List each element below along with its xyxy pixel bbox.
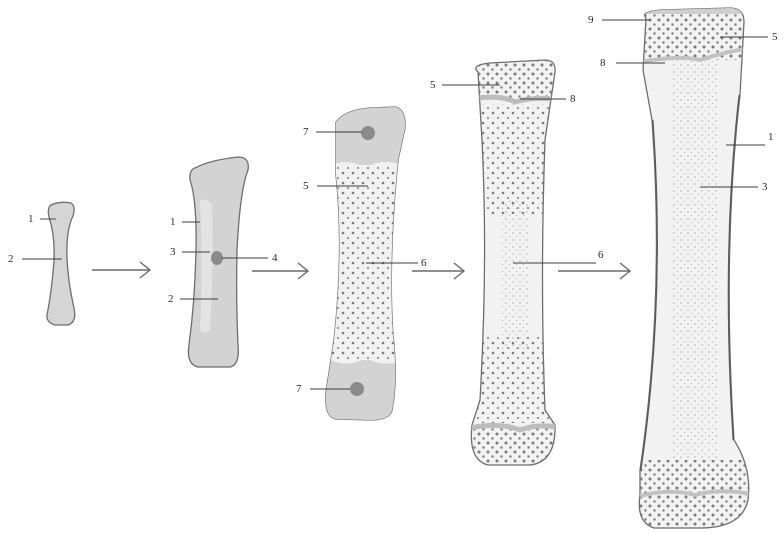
label-2: 2 — [168, 293, 174, 305]
spongy-bone-metaphysis-top — [475, 104, 555, 214]
label-3: 3 — [170, 246, 176, 258]
bone-collar — [200, 200, 213, 333]
label-1: 1 — [170, 216, 176, 228]
arrow-4 — [558, 263, 630, 279]
stage-2-primary-ossification: 1 3 4 2 — [168, 157, 278, 367]
arrow-3 — [412, 263, 464, 279]
medullary-cavity — [500, 200, 528, 350]
label-5: 5 — [430, 79, 436, 91]
stage-4-growing-bone: 5 8 6 — [430, 58, 604, 468]
primary-ossification-center — [211, 251, 223, 265]
label-1: 1 — [768, 131, 774, 143]
medullary-cavity — [672, 60, 717, 460]
stage-5-mature-bone: 9 5 8 1 3 — [588, 4, 778, 530]
label-4: 4 — [272, 252, 278, 264]
label-8: 8 — [570, 93, 576, 105]
stage-3-secondary-ossification: 7 5 6 7 — [296, 100, 427, 430]
cartilage-model-bone — [47, 202, 75, 325]
epiphyseal-cartilage-bottom — [320, 360, 420, 430]
secondary-ossification-center-top — [361, 126, 375, 140]
label-6: 6 — [421, 257, 427, 269]
label-7-bottom: 7 — [296, 383, 302, 395]
label-5: 5 — [772, 31, 778, 43]
arrow-1 — [92, 262, 150, 278]
stage-1-cartilage-model: 1 2 — [8, 202, 75, 325]
label-2: 2 — [8, 253, 14, 265]
arrow-2 — [252, 263, 308, 279]
secondary-ossification-center-bottom — [350, 382, 364, 396]
label-1: 1 — [28, 213, 34, 225]
spongy-bone-epiphysis-bottom — [465, 428, 560, 468]
spongy-bone-metaphysis-bottom — [475, 335, 555, 423]
label-7-top: 7 — [303, 126, 309, 138]
label-6: 6 — [598, 249, 604, 261]
label-3: 3 — [762, 181, 768, 193]
label-8: 8 — [600, 57, 606, 69]
label-9: 9 — [588, 14, 594, 26]
label-5: 5 — [303, 180, 309, 192]
